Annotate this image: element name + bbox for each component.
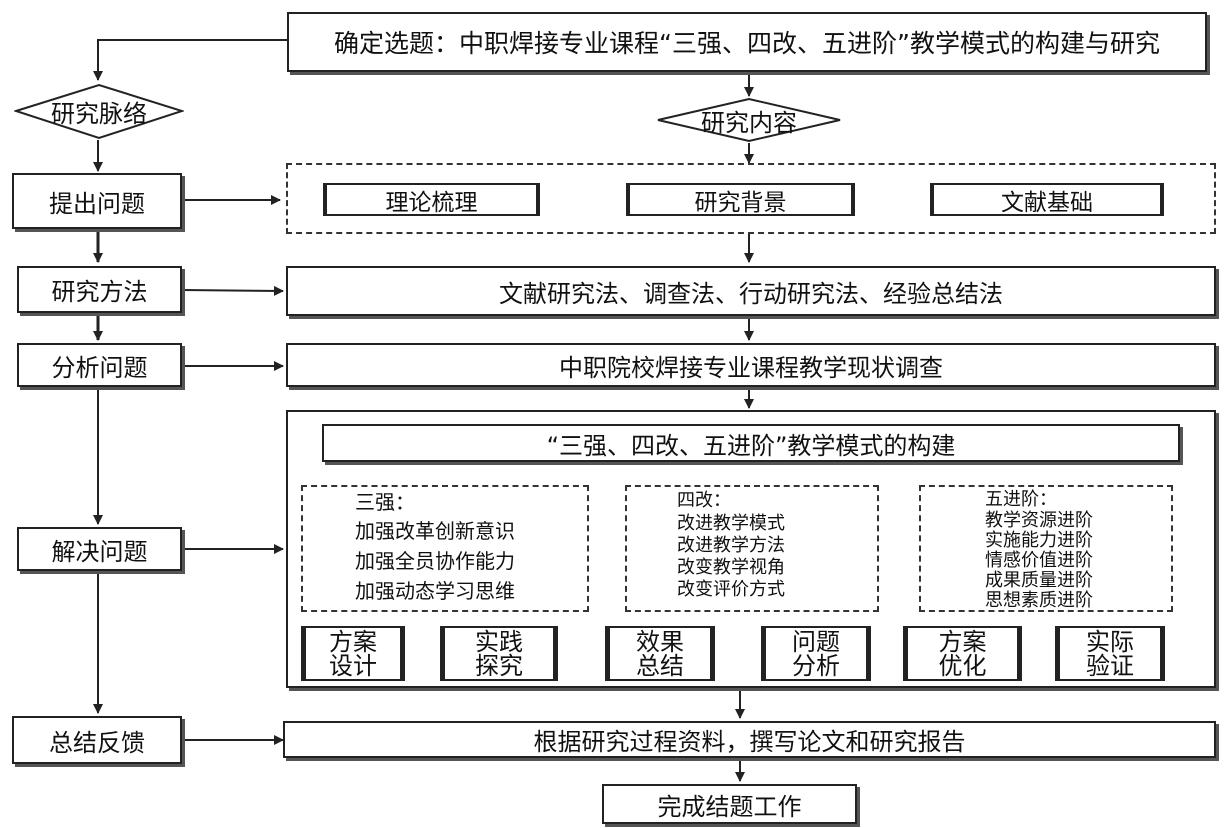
research-content-diamond: 研究内容: [656, 97, 842, 143]
theory-review-box: 理论梳理: [323, 183, 540, 216]
step-raise-question: 提出问题: [12, 173, 182, 229]
list-item: 改进教学方法: [677, 535, 785, 556]
cycle-step-actual-verify: 实际 验证: [1055, 626, 1165, 681]
project-completion-box: 完成结题工作: [602, 784, 857, 824]
four-reform-heading: 四改：: [677, 490, 731, 511]
five-advance-list: 五进阶： 教学资源进阶 实施能力进阶 情感价值进阶 成果质量进阶 思想素质进阶: [919, 485, 1173, 612]
report-writing-box: 根据研究过程资料，撰写论文和研究报告: [283, 721, 1216, 758]
list-item: 改变评价方式: [677, 579, 785, 600]
research-context-label: 研究脉络: [51, 100, 147, 128]
five-advance-heading: 五进阶：: [985, 489, 1057, 510]
step-summary-feedback: 总结反馈: [12, 716, 182, 764]
list-item: 加强动态学习思维: [355, 579, 515, 603]
cycle-step-practice-explore: 实践 探究: [440, 626, 558, 681]
list-item: 成果质量进阶: [985, 570, 1093, 591]
topic-title-box: 确定选题：中职焊接专业课程“三强、四改、五进阶”教学模式的构建与研究: [287, 12, 1207, 72]
research-background-box: 研究背景: [626, 183, 855, 216]
list-item: 教学资源进阶: [985, 510, 1093, 531]
step-research-method: 研究方法: [17, 266, 182, 313]
list-item: 改变教学视角: [677, 557, 785, 578]
cycle-step-plan-optimize: 方案 优化: [903, 626, 1022, 681]
list-item: 情感价值进阶: [985, 550, 1093, 571]
three-strengthen-heading: 三强：: [355, 490, 415, 514]
four-reform-list: 四改： 改进教学模式 改进教学方法 改变教学视角 改变评价方式: [625, 485, 879, 612]
topic-title-text: 确定选题：中职焊接专业课程“三强、四改、五进阶”教学模式的构建与研究: [334, 29, 1160, 58]
cycle-step-plan-design: 方案 设计: [301, 626, 405, 681]
list-item: 改进教学模式: [677, 513, 785, 534]
three-strengthen-list: 三强： 加强改革创新意识 加强全员协作能力 加强动态学习思维: [301, 485, 589, 612]
cycle-step-effect-summary: 效果 总结: [605, 626, 715, 681]
teaching-survey-box: 中职院校焊接专业课程教学现状调查: [286, 343, 1216, 387]
research-methods-box: 文献研究法、调查法、行动研究法、经验总结法: [286, 266, 1216, 316]
research-context-diamond: 研究脉络: [14, 83, 184, 140]
list-item: 加强全员协作能力: [355, 549, 515, 573]
cycle-step-problem-analysis: 问题 分析: [761, 626, 871, 681]
list-item: 思想素质进阶: [985, 590, 1093, 611]
list-item: 实施能力进阶: [985, 530, 1093, 551]
step-solve-question: 解决问题: [17, 527, 182, 571]
list-item: 加强改革创新意识: [355, 519, 515, 543]
literature-basis-box: 文献基础: [930, 183, 1164, 216]
model-construction-title: “三强、四改、五进阶”教学模式的构建: [322, 424, 1180, 462]
step-analyze-question: 分析问题: [17, 343, 182, 387]
research-content-label: 研究内容: [701, 108, 797, 137]
